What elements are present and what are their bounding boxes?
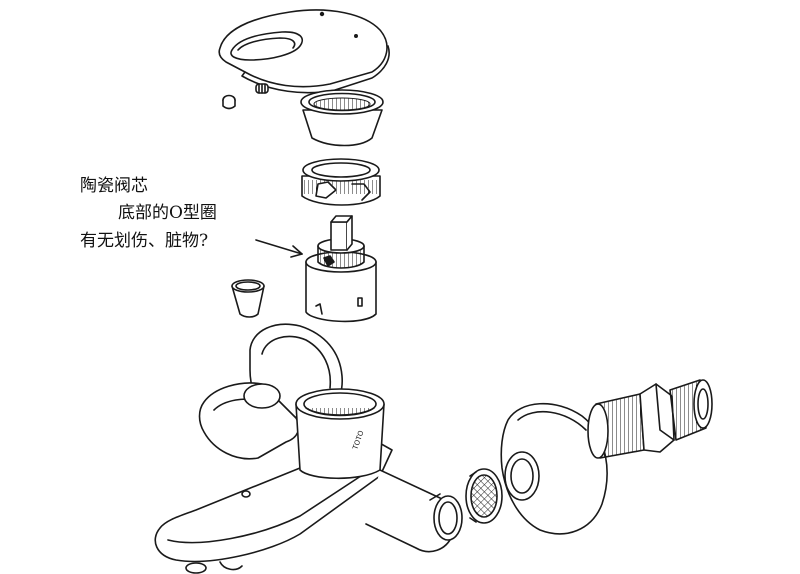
annotation-line-2: 底部的O型圈 bbox=[118, 203, 217, 223]
eccentric-connector bbox=[587, 379, 713, 459]
cover-cone bbox=[300, 89, 384, 147]
stopper-plug bbox=[231, 279, 265, 318]
ceramic-cartridge bbox=[305, 215, 377, 323]
faucet-body: TOTO bbox=[154, 382, 463, 574]
set-screw bbox=[255, 83, 269, 94]
handle-cap bbox=[222, 94, 236, 110]
annotation-arrow bbox=[255, 239, 303, 258]
lever-handle bbox=[218, 9, 390, 94]
annotation-line-1: 陶瓷阀芯 bbox=[80, 176, 148, 196]
strainer-washer bbox=[465, 468, 503, 524]
annotation-line-3: 有无划伤、脏物? bbox=[80, 231, 209, 251]
threaded-nut bbox=[301, 158, 381, 206]
wall-flange-right bbox=[500, 402, 608, 535]
